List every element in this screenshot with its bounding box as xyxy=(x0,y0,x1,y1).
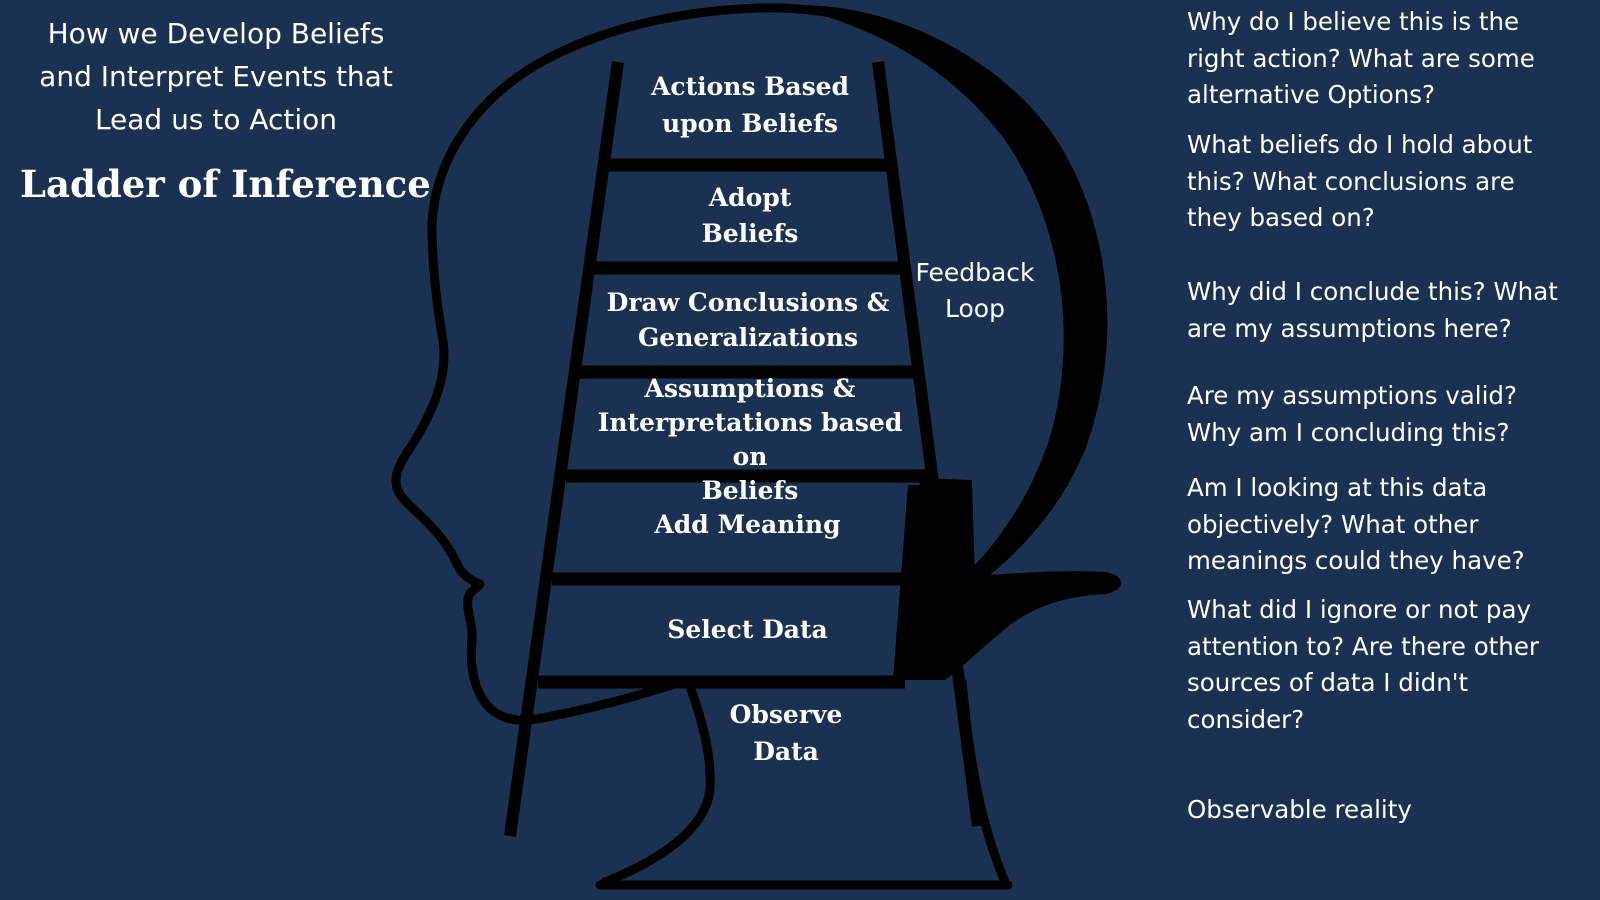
ladder-left-rail xyxy=(504,61,624,837)
rung-label-actions: Actions Based upon Beliefs xyxy=(650,72,850,138)
slide-title: Ladder of Inference xyxy=(20,162,431,206)
question-beliefs: What beliefs do I hold about this? What … xyxy=(1187,130,1533,232)
feedback-loop-label: Feedback Loop xyxy=(915,258,1035,323)
rung-label-assumptions: Assumptions & Interpretations based on B… xyxy=(597,374,903,505)
rung-label-add-meaning: Add Meaning xyxy=(654,510,841,539)
question-conclusions: Why did I conclude this? What are my ass… xyxy=(1187,277,1558,343)
question-actions: Why do I believe this is the right actio… xyxy=(1187,7,1535,109)
question-assumptions: Are my assumptions valid? Why am I concl… xyxy=(1187,381,1517,447)
question-select-data: What did I ignore or not pay attention t… xyxy=(1187,595,1539,734)
slide-subtitle: How we Develop Beliefs and Interpret Eve… xyxy=(39,17,393,136)
rung-label-adopt-beliefs: Adopt Beliefs xyxy=(701,183,799,248)
ladder-right-rail xyxy=(872,61,984,827)
feedback-loop-swoosh xyxy=(790,5,1122,680)
question-observable-reality: Observable reality xyxy=(1187,795,1412,824)
rung-label-observe-data: Observe Data xyxy=(729,700,843,766)
question-meaning: Am I looking at this data objectively? W… xyxy=(1187,473,1525,575)
rung-label-conclusions: Draw Conclusions & Generalizations xyxy=(606,288,890,352)
rung-label-select-data: Select Data xyxy=(667,615,828,644)
head-outline xyxy=(391,3,1050,887)
